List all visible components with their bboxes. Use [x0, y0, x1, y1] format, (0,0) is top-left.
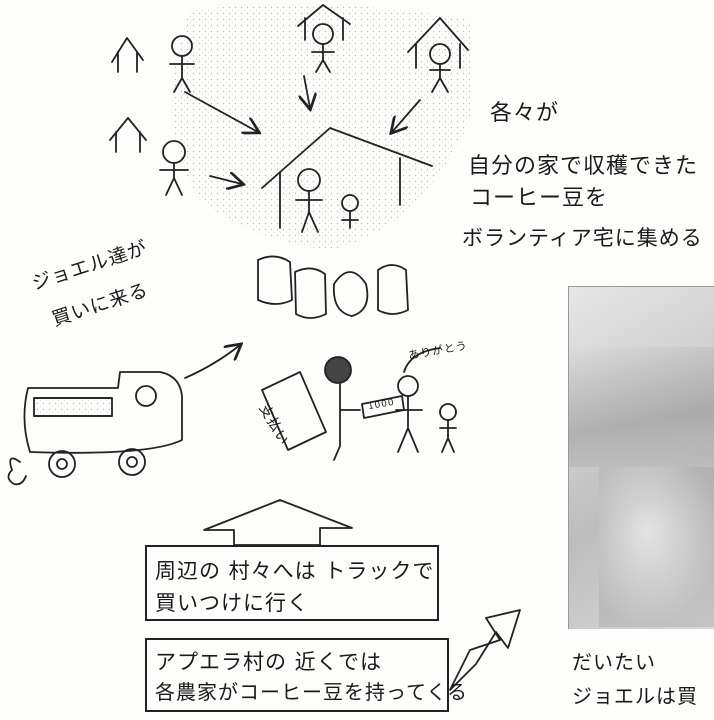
note-box-farmers: アプエラ村の 近くでは 各農家がコーヒー豆を持ってくる [145, 638, 467, 712]
stipple-background [172, 4, 470, 250]
bottom-right-line2: ジョエルは買 [572, 684, 698, 708]
arrow-icon [184, 345, 240, 379]
photo-crop [568, 286, 714, 629]
house-icon [109, 117, 147, 153]
note-box-trucks: 周辺の 村々へは トラックで 買いつけに行く [145, 545, 439, 621]
speech-tail [403, 347, 441, 373]
note-box-trucks-line1: 周辺の 村々へは トラックで [155, 559, 435, 583]
stick-figure-icon [311, 23, 335, 73]
note-box-farmers-line1: アプエラ村の 近くでは [155, 650, 383, 674]
coffee-bag-icon [257, 255, 409, 319]
house-icon [111, 37, 144, 73]
stick-figure-icon [429, 43, 451, 93]
payment-sign [261, 371, 327, 451]
house-icon [407, 17, 469, 69]
collect-note-line1: 各々が [490, 101, 560, 126]
stick-figure-icon [159, 140, 189, 196]
collect-note-line3: コーヒー豆を [470, 186, 609, 211]
up-arrow-icon [203, 499, 353, 546]
arrow-icon [209, 176, 242, 184]
buyer-figure [324, 356, 361, 461]
arrow-icon [304, 75, 310, 108]
stick-figure-icon [169, 35, 195, 93]
arrow-icon [184, 91, 258, 132]
arrow-icon [392, 99, 421, 132]
bottom-right-line1: だいたい [572, 650, 656, 674]
collect-note-line4: ボランティア宅に集める [462, 226, 703, 250]
volunteer-house [261, 127, 433, 233]
stick-figure-icon [395, 375, 423, 453]
stick-figure-icon [439, 403, 457, 453]
truck-icon [7, 371, 183, 486]
diagonal-arrow-icon [449, 609, 521, 691]
collect-note-line2: 自分の家で収穫できた [468, 154, 699, 179]
house-icon [297, 4, 351, 41]
note-box-farmers-line2: 各農家がコーヒー豆を持ってくる [155, 680, 468, 704]
note-box-trucks-line2: 買いつけに行く [155, 591, 309, 615]
